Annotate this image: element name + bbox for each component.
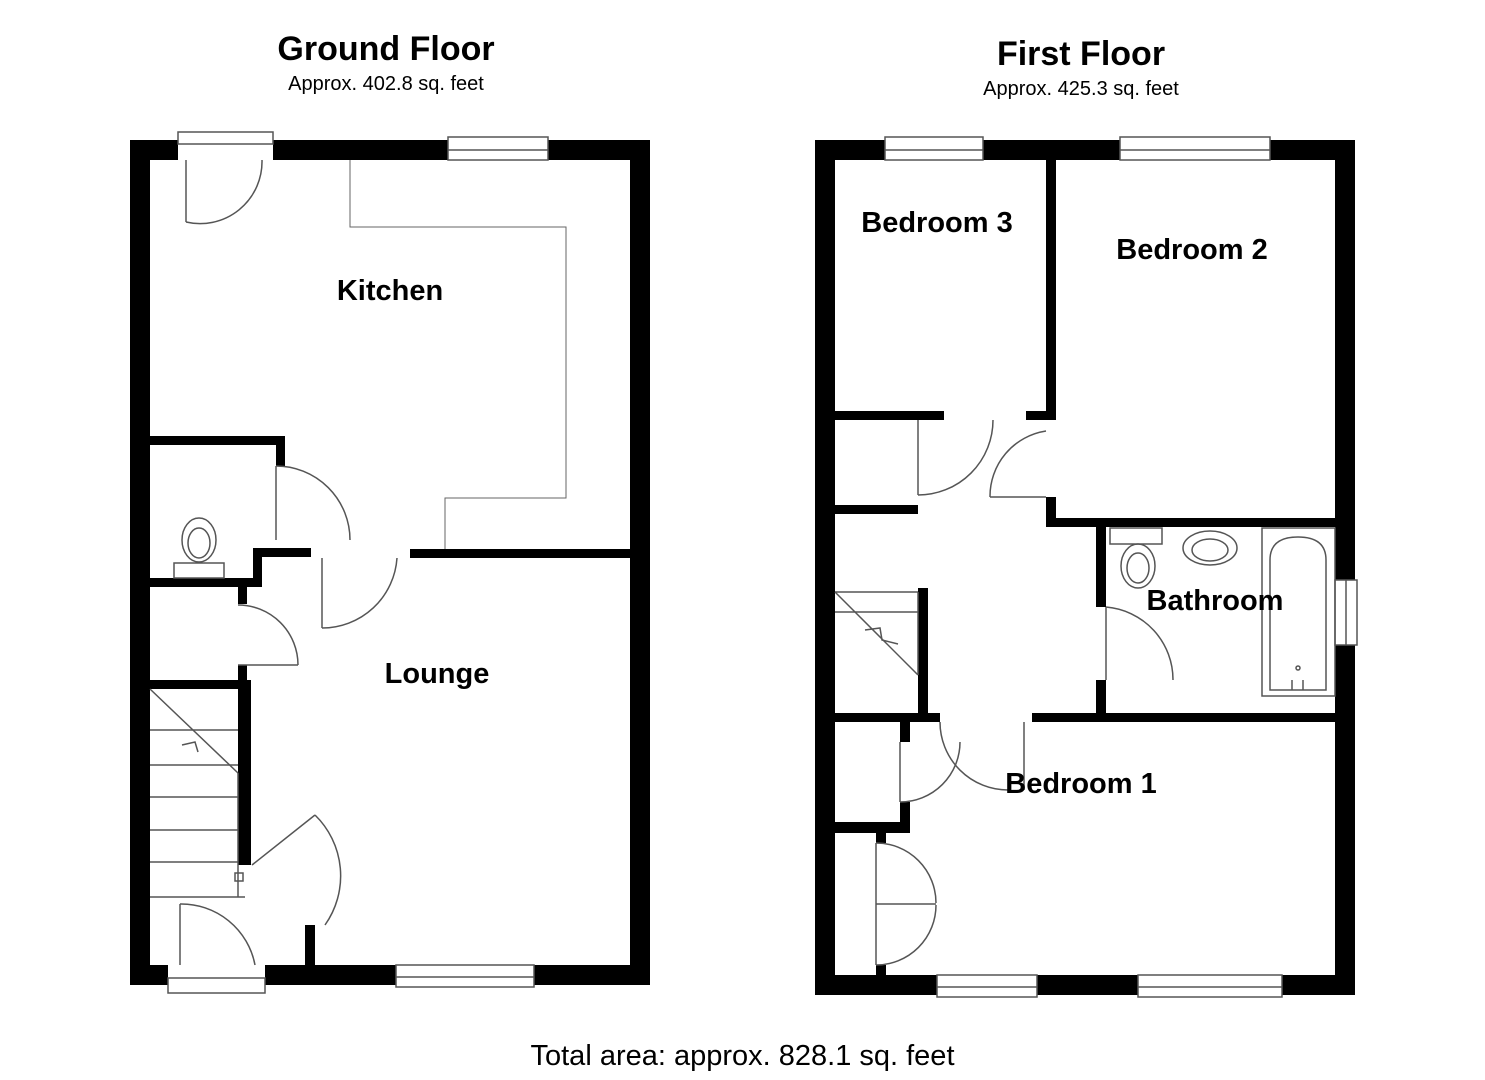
first-floor-doors <box>875 419 1174 966</box>
sink-icon <box>1182 530 1238 566</box>
first-floor-walls <box>815 140 1355 995</box>
ground-floor-plan: Kitchen Lounge <box>130 131 650 994</box>
first-floor-plan: Bedroom 3 Bedroom 2 Bathroom Bedroom 1 <box>815 136 1358 998</box>
ground-floor-stairs <box>149 688 245 898</box>
bathroom-fixtures <box>1109 527 1336 697</box>
ground-floor-area: Approx. 402.8 sq. feet <box>288 73 484 95</box>
first-floor-stairs <box>834 591 919 676</box>
room-label-bathroom: Bathroom <box>1147 585 1284 617</box>
toilet-icon <box>1120 543 1156 589</box>
room-label-bedroom-2: Bedroom 2 <box>1116 234 1267 266</box>
room-label-kitchen: Kitchen <box>337 275 443 307</box>
bath-icon <box>1261 527 1336 697</box>
kitchen-counter <box>349 160 567 549</box>
first-floor-title: First Floor <box>996 35 1166 73</box>
first-floor-area: Approx. 425.3 sq. feet <box>983 78 1179 100</box>
ground-floor-doors <box>179 159 398 966</box>
first-floor-windows <box>884 136 1358 998</box>
room-label-lounge: Lounge <box>385 658 490 690</box>
ground-floor-windows <box>167 131 549 994</box>
ground-floor-walls <box>130 140 650 985</box>
room-label-bedroom-1: Bedroom 1 <box>1005 768 1156 800</box>
toilet-cistern <box>1109 527 1163 545</box>
room-label-bedroom-3: Bedroom 3 <box>861 207 1012 239</box>
ground-floor-title: Ground Floor <box>277 30 495 68</box>
toilet-icon <box>173 517 225 579</box>
total-area: Total area: approx. 828.1 sq. feet <box>530 1040 955 1072</box>
